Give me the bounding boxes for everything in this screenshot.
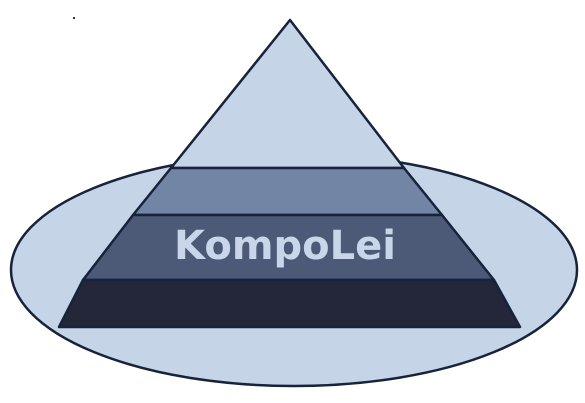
- stray-dot: [73, 17, 75, 19]
- pyramid-label: KompoLei: [174, 223, 396, 269]
- pyramid-band-bottom: [57, 278, 522, 329]
- pyramid-band-top: [131, 166, 444, 217]
- pyramid-apex: [169, 18, 406, 170]
